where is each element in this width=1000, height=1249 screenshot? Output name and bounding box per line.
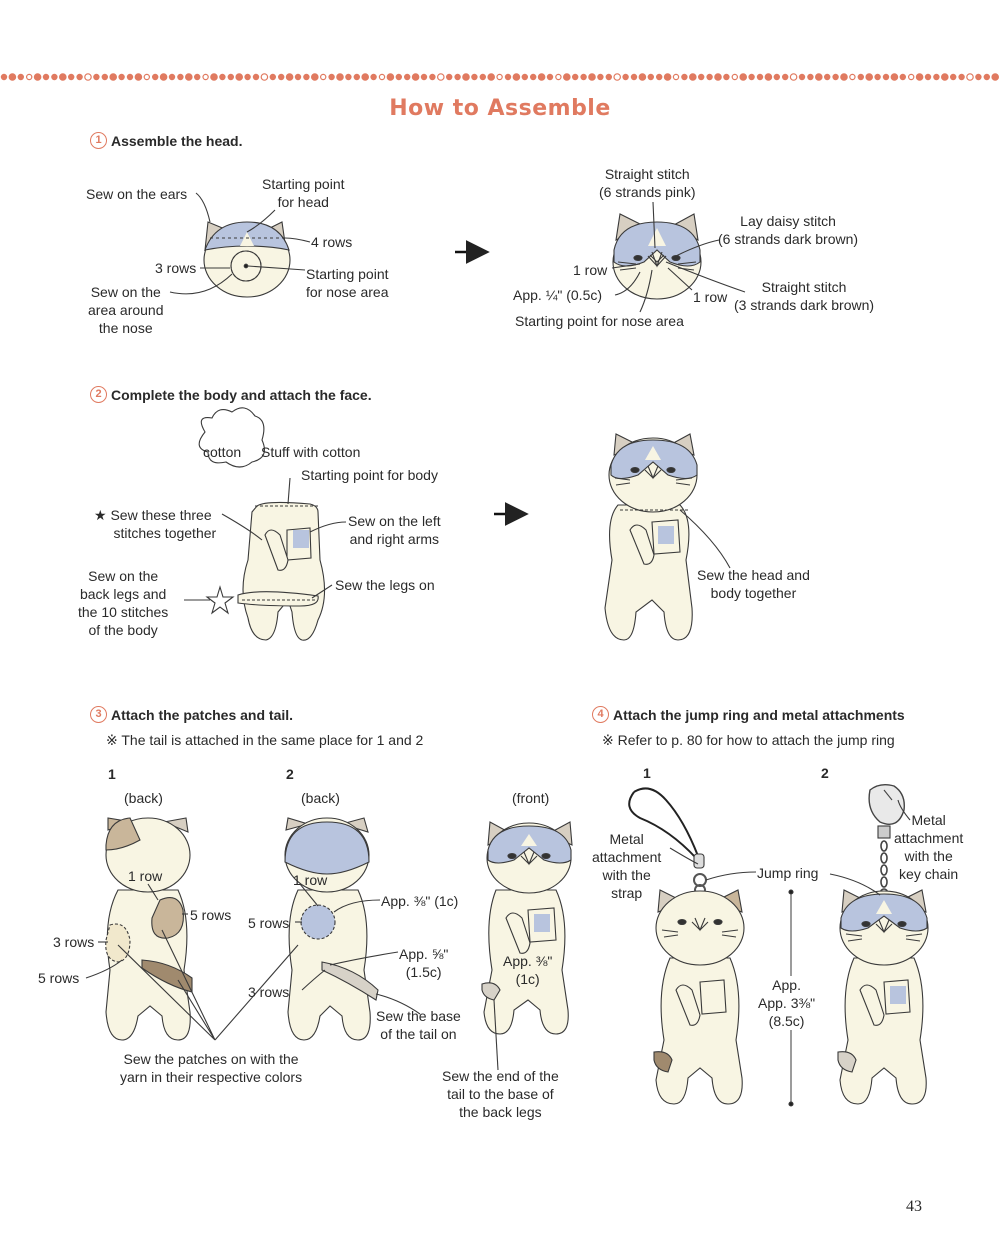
fig-3-2-number: 2 [286, 766, 294, 782]
label-front: (front) [512, 790, 550, 806]
label-app-58: App. ⅝" (1.5c) [399, 946, 449, 980]
page-title: How to Assemble [389, 96, 611, 121]
label-tail-end: Sew the end of the tail to the base of t… [442, 1068, 559, 1120]
label-app-quarter: App. ¼" (0.5c) [513, 287, 603, 303]
step-label: Assemble the head. [111, 132, 243, 149]
label-metal-key: Metal attachment with the key chain [894, 812, 964, 882]
label-three-rows-2: 3 rows [248, 984, 290, 1000]
step-3-note: ※ The tail is attached in the same place… [106, 732, 424, 748]
label-four-rows: 4 rows [311, 234, 353, 250]
step-2-heading: 2 Complete the body and attach the face. [90, 386, 372, 403]
fig-4-1-number: 1 [643, 765, 651, 781]
cat4-1-figure [628, 787, 745, 1105]
page-number: 43 [906, 1198, 922, 1215]
label-three-stitches: ★ Sew these three stitches together [94, 507, 217, 541]
label-one-row-1: 1 row [128, 868, 163, 884]
label-five-rows-1: 5 rows [190, 907, 232, 923]
label-five-rows-3: 5 rows [248, 915, 290, 931]
dotted-border [0, 73, 1000, 81]
label-one-row-a: 1 row [573, 262, 608, 278]
cat3-1-figure [105, 817, 193, 1041]
label-metal-strap: Metal attachment with the strap [592, 831, 662, 901]
step-number: 1 [90, 132, 107, 149]
label-stuff-cotton: Stuff with cotton [261, 444, 361, 460]
step-1-heading: 1 Assemble the head. [90, 132, 243, 149]
label-legs: Sew the legs on [335, 577, 435, 593]
label-start-body: Starting point for body [301, 467, 438, 483]
label-patches: Sew the patches on with the yarn in thei… [120, 1051, 303, 1085]
label-lazy-daisy: Lay daisy stitch (6 strands dark brown) [718, 213, 859, 247]
label-back-legs: Sew on the back legs and the 10 stitches… [78, 568, 169, 638]
label-start-nose-area: Starting point for nose area [515, 313, 684, 329]
label-back-2: (back) [301, 790, 340, 806]
label-straight-pink: Straight stitch (6 strands pink) [599, 166, 696, 200]
label-jump-ring: Jump ring [757, 865, 819, 881]
label-three-rows: 3 rows [155, 260, 197, 276]
step-label: Complete the body and attach the face. [111, 386, 372, 403]
label-head-body: Sew the head and body together [697, 567, 810, 601]
fig-4-2-number: 2 [821, 765, 829, 781]
cat3-2-figure [284, 817, 379, 1041]
label-one-row-b: 1 row [693, 289, 728, 305]
cat4-2-figure [837, 783, 929, 1105]
label-app-size: App. App. 3⅜" (8.5c) [758, 976, 816, 1030]
label-one-row-2: 1 row [293, 872, 328, 888]
step-label: Attach the jump ring and metal attachmen… [613, 706, 905, 723]
cat3-3-figure [481, 821, 573, 1035]
step-4-heading: 4 Attach the jump ring and metal attachm… [592, 706, 905, 723]
label-straight-brown: Straight stitch (3 strands dark brown) [734, 279, 875, 313]
cat-right-figure [604, 433, 698, 641]
step-number: 2 [90, 386, 107, 403]
label-cotton: cotton [203, 444, 242, 460]
label-start-head: Starting point for head [262, 176, 345, 210]
label-back-1: (back) [124, 790, 163, 806]
label-five-rows-2: 5 rows [38, 970, 80, 986]
label-arms: Sew on the left and right arms [348, 513, 441, 547]
label-three-rows-1: 3 rows [53, 934, 95, 950]
fig-3-1-number: 1 [108, 766, 116, 782]
step-label: Attach the patches and tail. [111, 706, 294, 723]
head-left-figure [203, 221, 291, 298]
label-start-nose: Starting point for nose area [306, 266, 389, 300]
label-app-38: App. ⅜" (1c) [381, 893, 459, 909]
body-left-figure [198, 407, 326, 641]
step-number: 4 [592, 706, 609, 723]
label-app-38b: App. ⅜" (1c) [503, 953, 553, 987]
label-tail-base: Sew the base of the tail on [376, 1008, 461, 1042]
label-sew-ears: Sew on the ears [86, 186, 188, 202]
step-3-heading: 3 Attach the patches and tail. [90, 706, 293, 723]
label-sew-around-nose: Sew on the area around the nose [88, 284, 164, 336]
step-number: 3 [90, 706, 107, 723]
step-4-note: ※ Refer to p. 80 for how to attach the j… [602, 732, 895, 748]
